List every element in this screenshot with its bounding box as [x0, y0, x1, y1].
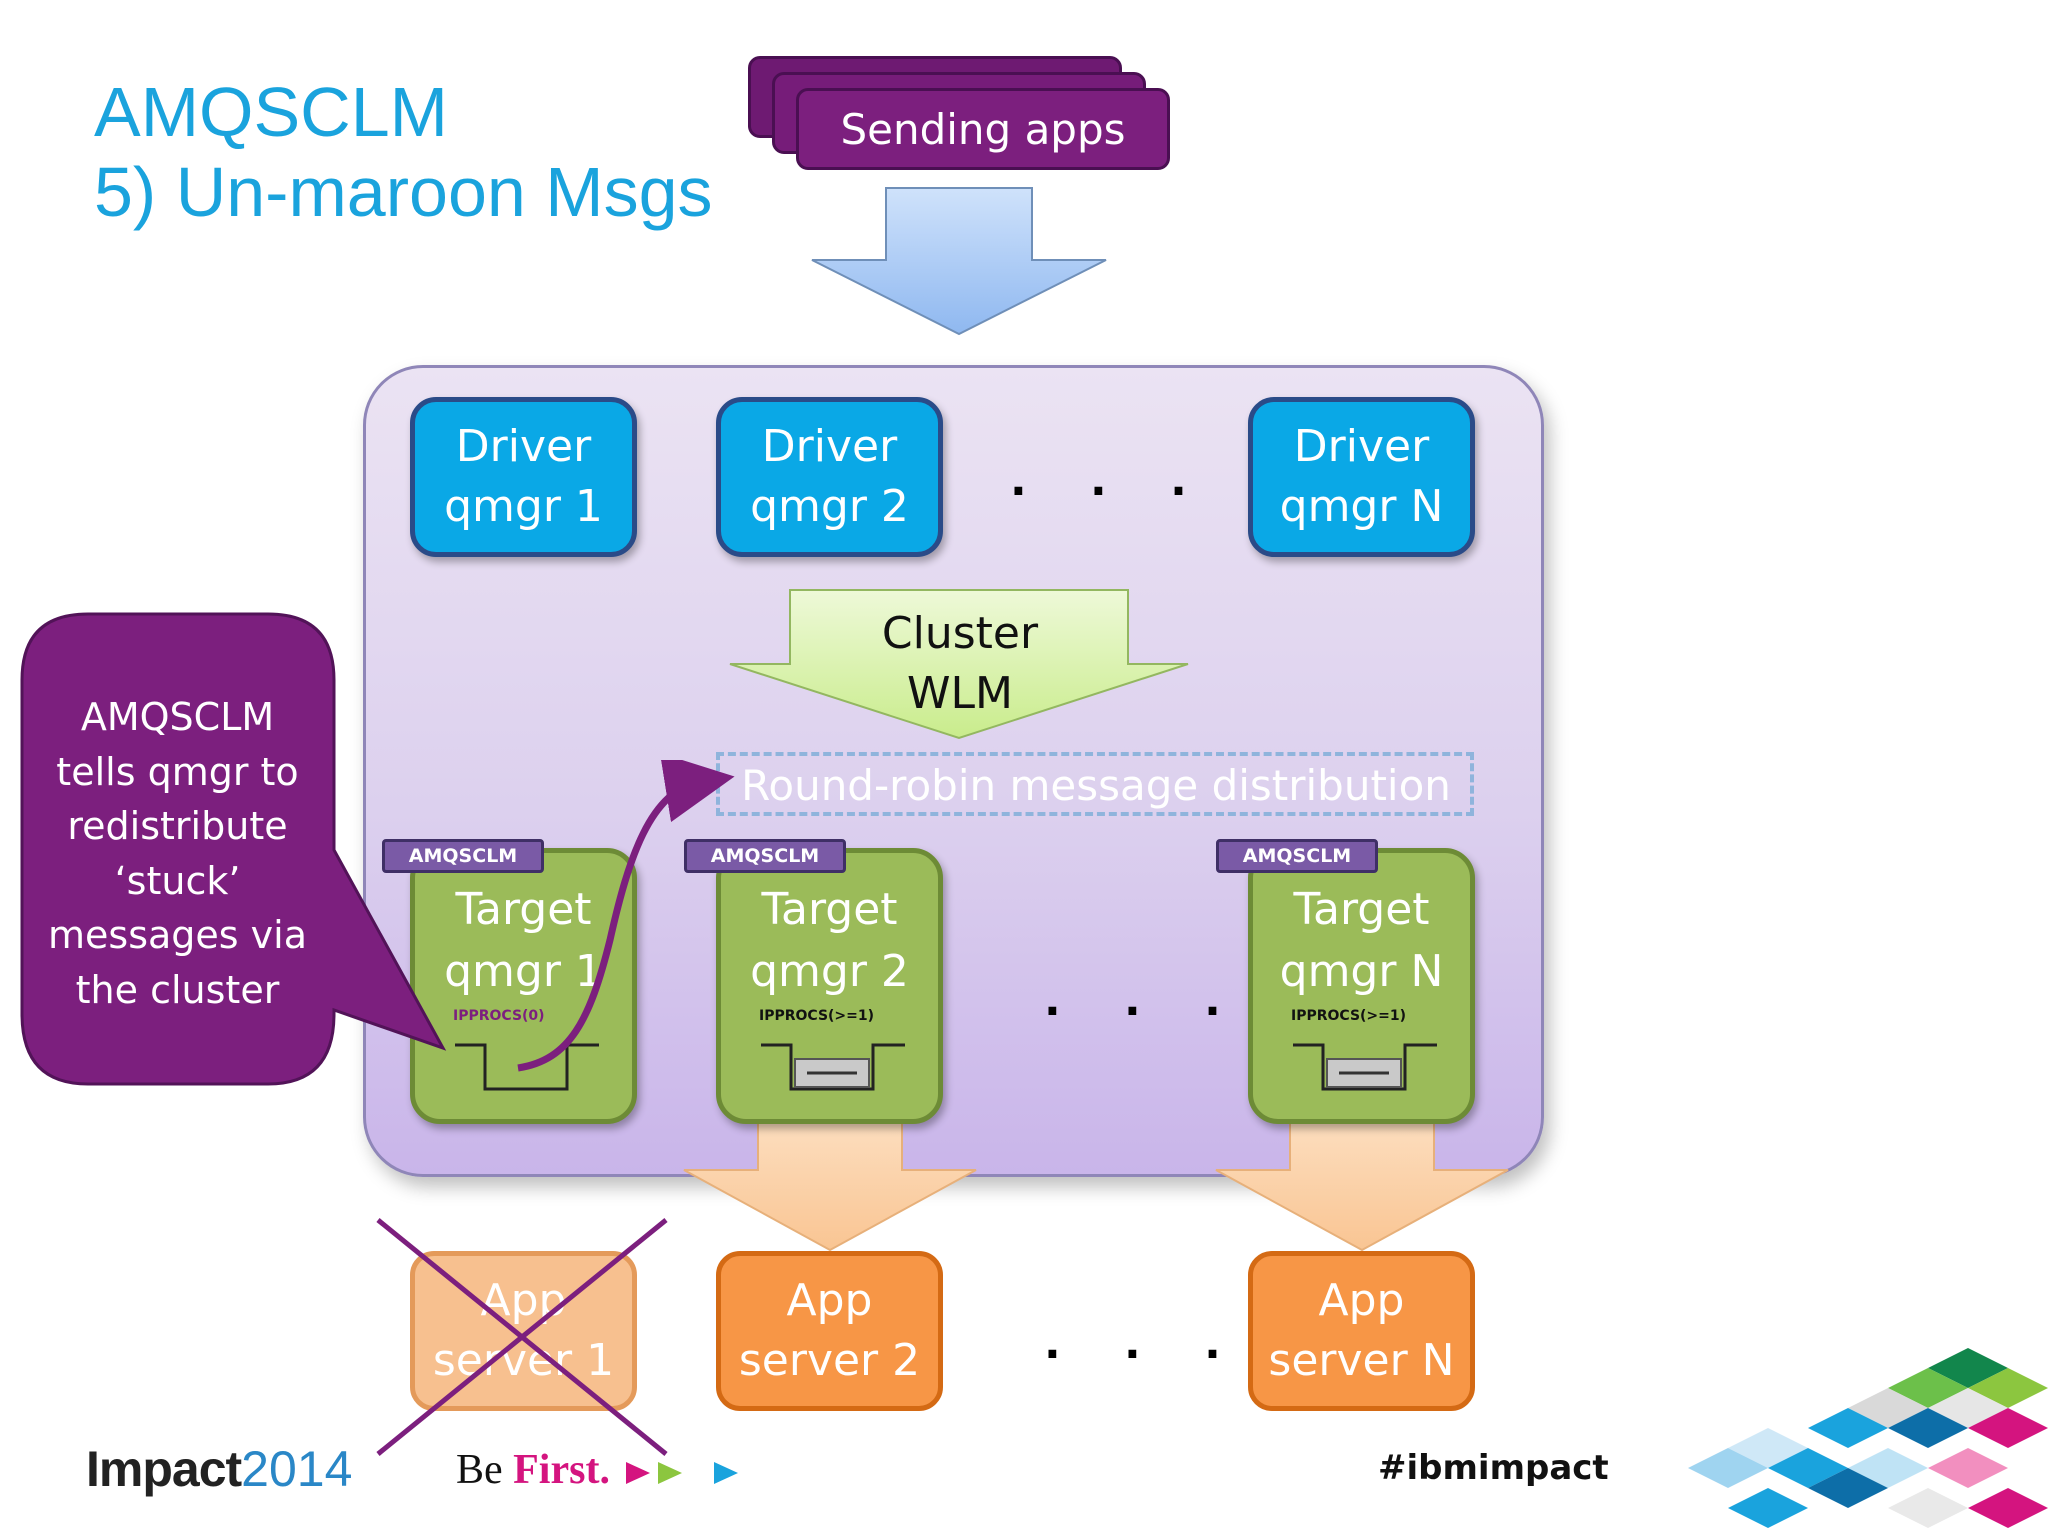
amqsclm-tag-1: AMQSCLM [382, 839, 544, 873]
target-qmgr-n-label: Target qmgr N [1279, 884, 1444, 997]
play-arrows-icon [626, 1462, 738, 1484]
be-first-tagline: Be First. [456, 1446, 610, 1494]
target-qmgr-n: Target qmgr N IPPROCS(>=1) [1248, 848, 1475, 1124]
app-server-n: App server N [1248, 1251, 1475, 1411]
sending-flow-arrow [811, 187, 1107, 336]
driver-ellipsis: . . . [1010, 455, 1211, 506]
slide-title-line2: 5) Un-maroon Msgs [94, 153, 713, 231]
callout-bubble [20, 612, 447, 1086]
target-qmgr-n-ipprocs: IPPROCS(>=1) [1291, 1008, 1407, 1024]
amqsclm-tag-2: AMQSCLM [684, 839, 846, 873]
be-first-be: Be [456, 1447, 503, 1493]
target-qmgr-2-label: Target qmgr 2 [750, 884, 909, 997]
cluster-wlm-arrow [729, 589, 1189, 740]
impact-logo: Impact2014 [86, 1440, 352, 1498]
impact-logo-text: Impact [86, 1441, 242, 1497]
decorative-cubes-icon [1688, 1348, 2048, 1528]
target-qmgr-1-label: Target qmgr 1 [444, 884, 603, 997]
target-qmgr-1-ipprocs: IPPROCS(0) [453, 1008, 545, 1024]
redistribute-arrow [517, 760, 735, 1072]
driver-qmgr-n: Driver qmgr N [1248, 397, 1475, 557]
target-qmgr-1-queue-icon [455, 1043, 599, 1091]
be-first-first: First. [513, 1447, 610, 1493]
sending-apps-label: Sending apps [840, 104, 1126, 154]
impact-logo-year: 2014 [241, 1441, 353, 1497]
driver-qmgr-2: Driver qmgr 2 [716, 397, 943, 557]
target-ellipsis: . . . [1044, 975, 1245, 1026]
target-qmgr-2: Target qmgr 2 IPPROCS(>=1) [716, 848, 943, 1124]
target-qmgr-n-queue-icon [1293, 1043, 1437, 1091]
callout-text: AMQSCLM tells qmgr to redistribute ‘stuc… [48, 695, 307, 1012]
app-server-2: App server 2 [716, 1251, 943, 1411]
crossed-out-icon [376, 1218, 668, 1456]
target-qmgr-2-queue-icon [761, 1043, 905, 1091]
cluster-wlm-label: Cluster WLM [881, 608, 1039, 719]
app-server-ellipsis: . . . [1044, 1318, 1245, 1369]
slide-title-line1: AMQSCLM [94, 73, 448, 151]
hashtag: #ibmimpact [1378, 1448, 1609, 1488]
target-qmgr-2-ipprocs: IPPROCS(>=1) [759, 1008, 875, 1024]
driver-qmgr-1: Driver qmgr 1 [410, 397, 637, 557]
round-robin-label: Round-robin message distribution [741, 760, 1451, 810]
amqsclm-tag-n: AMQSCLM [1216, 839, 1378, 873]
sending-apps-box: Sending apps [796, 88, 1170, 170]
